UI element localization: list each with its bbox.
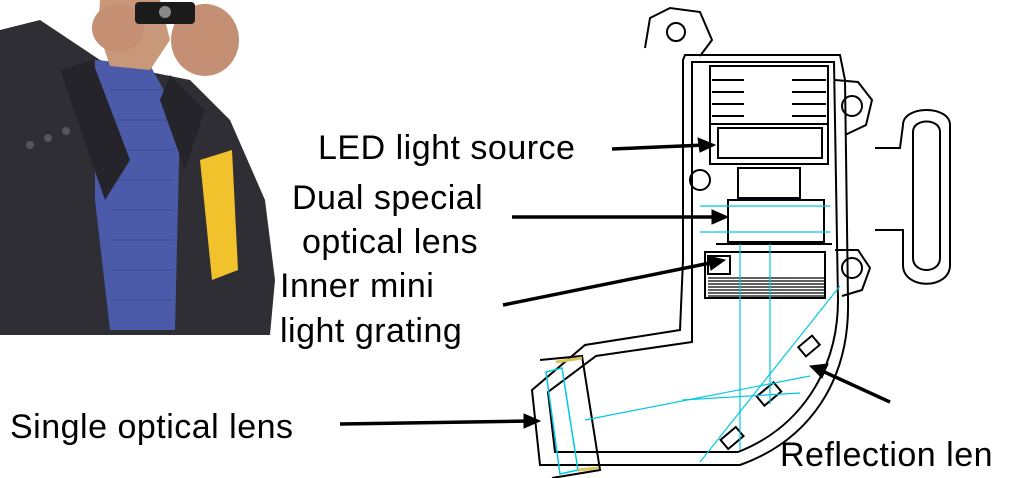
optical-rays (584, 205, 841, 463)
grating-lines (708, 277, 824, 297)
label-grating-line1: Inner mini (280, 267, 435, 305)
right-mount-tab-upper (834, 79, 874, 136)
label-dual-lens-line1: Dual special (292, 179, 484, 217)
leader-arrows (339, 137, 891, 429)
yellow-folder (200, 150, 238, 280)
label-grating-line2: light grating (280, 312, 463, 350)
grating-block (704, 251, 826, 299)
arrow-reflection (819, 368, 891, 404)
top-mount-tab (644, 6, 714, 57)
label-led-source: LED light source (318, 129, 576, 167)
housing-inner (546, 61, 840, 453)
led-element (717, 127, 823, 159)
label-reflection-lens: Reflection len (780, 436, 994, 474)
strap-loop (875, 109, 951, 285)
arrow-single-lens (339, 419, 531, 426)
left-hand (92, 4, 144, 52)
reflection-mirror-2 (755, 380, 783, 408)
top-mount-hole (666, 22, 686, 42)
dual-lens-body (727, 199, 825, 243)
inner-hole (689, 169, 711, 191)
label-single-lens: Single optical lens (10, 408, 294, 446)
led-comb-fins (712, 79, 826, 117)
label-dual-lens-line2: optical lens (302, 223, 479, 261)
housing-outer (530, 54, 850, 466)
single-lens-frame (539, 354, 602, 478)
lens-mount (737, 167, 801, 199)
person-photo (0, 0, 275, 335)
right-mount-tab-lower (835, 249, 872, 297)
arrow-grating (502, 260, 716, 307)
arrow-led-source (611, 143, 706, 151)
reflection-mirror-1 (796, 334, 822, 358)
